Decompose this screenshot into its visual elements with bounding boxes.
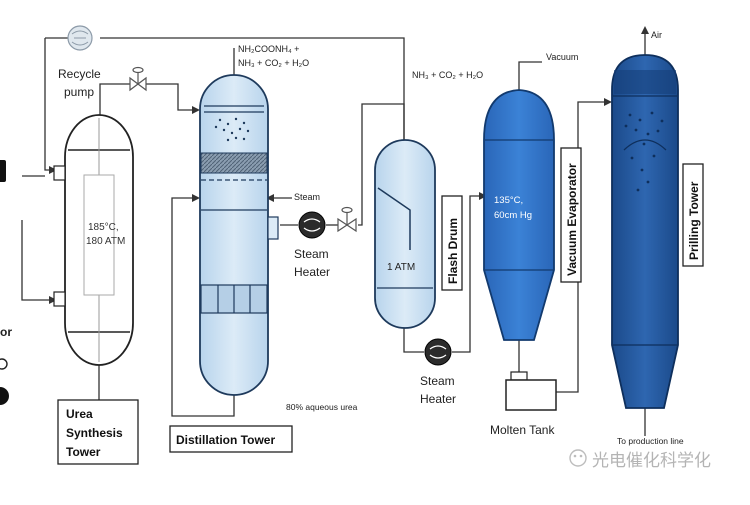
prilling-tower: Air To production line — [611, 30, 684, 446]
watermark: 光电催化科学化 — [569, 449, 711, 470]
watermark-text: 光电催化科学化 — [592, 451, 711, 470]
recycle-line-left — [44, 38, 57, 174]
prilling-label-box: Prilling Tower — [682, 163, 704, 267]
heater2-to-evaporator — [452, 192, 487, 353]
urea-synthesis-label-2: Synthesis — [66, 426, 123, 440]
distillation-vapor-label-2: NH₃ + CO₂ + H₂O — [238, 58, 309, 68]
distillation-label: Distillation Tower — [176, 433, 275, 447]
distillation-shell — [199, 74, 269, 396]
production-line-label: To production line — [617, 436, 684, 446]
vacuum-evaporator: 135°C, 60cm Hg Vacuum — [483, 52, 578, 341]
recycle-pump-label-2: pump — [64, 85, 94, 99]
evaporator-condition-2: 60cm Hg — [494, 210, 532, 221]
molten-tank: Molten Tank — [490, 371, 557, 437]
urea-synthesis-tower: 185°C, 180 ATM — [53, 114, 134, 366]
left-edge-dot — [0, 387, 9, 405]
vacuum-label: Vacuum — [546, 52, 578, 62]
distillation-bottom-loop — [171, 194, 235, 417]
evaporator-condition-1: 135°C, — [494, 195, 523, 206]
reactor-condition-2: 180 ATM — [86, 236, 125, 247]
molten-tank-label: Molten Tank — [490, 423, 555, 437]
reactor-feed-lower — [21, 220, 57, 304]
steam-heater-2: Steam Heater — [420, 338, 456, 406]
steam-heater-1-icon — [298, 211, 326, 239]
urea-synthesis-label-3: Tower — [66, 445, 101, 459]
steam-heater-2-label-2: Heater — [420, 392, 456, 406]
evaporator-vacuum-line — [518, 61, 542, 90]
reactor-condition-1: 185°C, — [88, 222, 119, 233]
steam-heater-1-label-1: Steam — [294, 247, 329, 261]
reactor-to-distillation — [99, 83, 200, 120]
flash-drum-baffle — [377, 187, 411, 250]
left-edge-circle — [0, 358, 8, 370]
flash-drum-label: Flash Drum — [446, 218, 460, 284]
flash-drum-shell — [374, 139, 436, 329]
reactor-nozzle-lower — [53, 291, 66, 307]
distillation-packing — [200, 152, 268, 174]
prilling-shell — [611, 54, 679, 409]
urea-synthesis-label-1: Urea — [66, 407, 93, 421]
distillation-nozzle — [267, 216, 279, 240]
steam-label: Steam — [294, 192, 320, 202]
evaporator-label-box: Vacuum Evaporator — [560, 147, 582, 283]
steam-heater-1: Steam Heater — [294, 211, 330, 279]
valve-middle — [337, 206, 357, 233]
evaporator-shell — [483, 89, 555, 341]
valve-top — [129, 66, 147, 92]
flash-drum-condition: 1 ATM — [387, 262, 415, 273]
recycle-pump: Recycle pump — [58, 25, 101, 99]
flash-to-heater2 — [403, 326, 424, 353]
distillation-vapor-label-1: NH₂COONH₄ + — [238, 44, 299, 54]
steam-heater-2-label-1: Steam — [420, 374, 455, 388]
evaporator-label: Vacuum Evaporator — [565, 163, 579, 276]
steam-heater-2-icon — [424, 338, 452, 366]
watermark-icon — [569, 449, 587, 467]
flash-vapor-label: NH₃ + CO₂ + H₂O — [412, 70, 483, 80]
left-edge-partial: or — [0, 160, 12, 405]
prilling-spray — [624, 111, 664, 192]
prilling-label: Prilling Tower — [687, 181, 701, 260]
flash-drum: 1 ATM NH₃ + CO₂ + H₂O — [374, 70, 483, 329]
flash-drum-label-box: Flash Drum — [441, 195, 463, 291]
valve-to-flash — [358, 103, 405, 226]
urea-synthesis-label-box: Urea Synthesis Tower — [57, 399, 139, 465]
molten-tank-body — [505, 379, 557, 411]
reactor-nozzle-upper — [53, 165, 66, 181]
aqueous-urea-label: 80% aqueous urea — [286, 402, 358, 412]
distillation-spray — [214, 117, 250, 142]
steam-heater-1-label-2: Heater — [294, 265, 330, 279]
distillation-label-box: Distillation Tower — [169, 425, 293, 453]
reactor-inner — [83, 174, 115, 296]
left-edge-block — [0, 160, 6, 182]
left-edge-text: or — [0, 325, 12, 339]
pump-icon — [71, 30, 89, 46]
air-label: Air — [651, 30, 662, 40]
recycle-pump-label-1: Recycle — [58, 67, 101, 81]
distillation-tower: NH₂COONH₄ + NH₃ + CO₂ + H₂O Steam 80% aq… — [199, 44, 358, 412]
